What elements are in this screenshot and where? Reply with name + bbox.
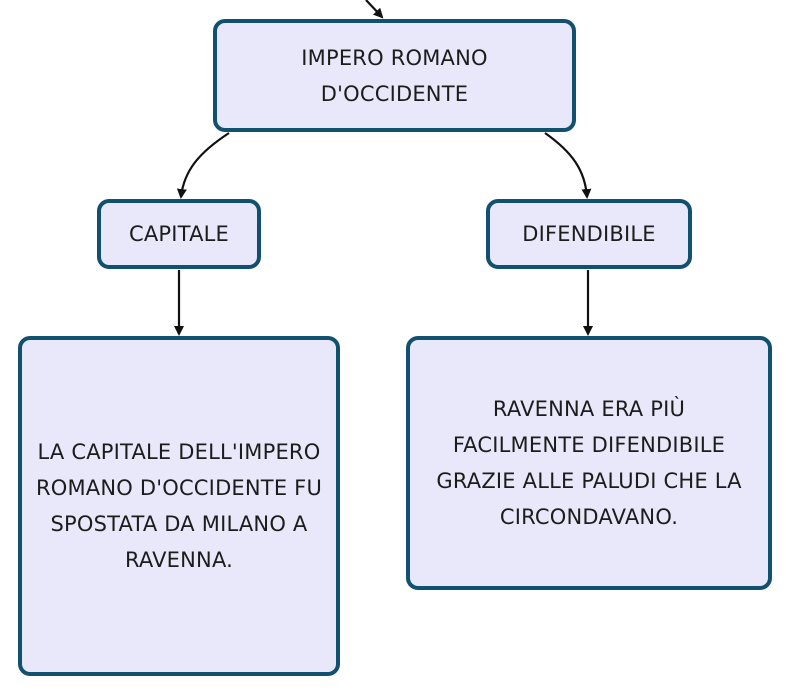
node-impero-romano-label: IMPERO ROMANO D'OCCIDENTE <box>301 45 488 106</box>
node-difendibile-detail[interactable]: RAVENNA ERA PIÙ FACILMENTE DIFENDIBILE G… <box>406 336 772 590</box>
connector-root-to-capitale <box>176 132 230 199</box>
node-capitale-label: CAPITALE <box>128 222 230 246</box>
node-capitale-detail-text: LA CAPITALE DELL'IMPERO ROMANO D'OCCIDEN… <box>35 440 323 572</box>
incoming-connector <box>365 0 384 19</box>
connector-root-to-difendibile <box>544 132 592 199</box>
node-difendibile-label: DIFENDIBILE <box>522 222 656 246</box>
node-capitale[interactable]: CAPITALE <box>97 199 261 269</box>
node-capitale-detail[interactable]: LA CAPITALE DELL'IMPERO ROMANO D'OCCIDEN… <box>18 336 340 676</box>
node-impero-romano[interactable]: IMPERO ROMANO D'OCCIDENTE <box>213 19 576 132</box>
node-difendibile[interactable]: DIFENDIBILE <box>486 199 692 269</box>
node-difendibile-detail-text: RAVENNA ERA PIÙ FACILMENTE DIFENDIBILE G… <box>436 397 742 529</box>
